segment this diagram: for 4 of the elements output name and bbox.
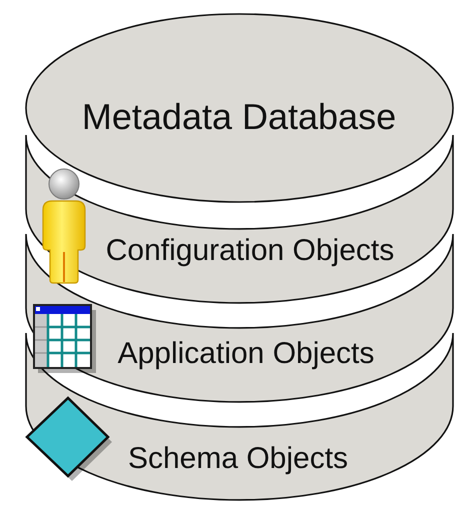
- database-title: Metadata Database: [82, 99, 396, 135]
- layer-label: Application Objects: [118, 339, 374, 369]
- layer-label: Schema Objects: [128, 444, 348, 474]
- layer-label: Configuration Objects: [106, 236, 394, 266]
